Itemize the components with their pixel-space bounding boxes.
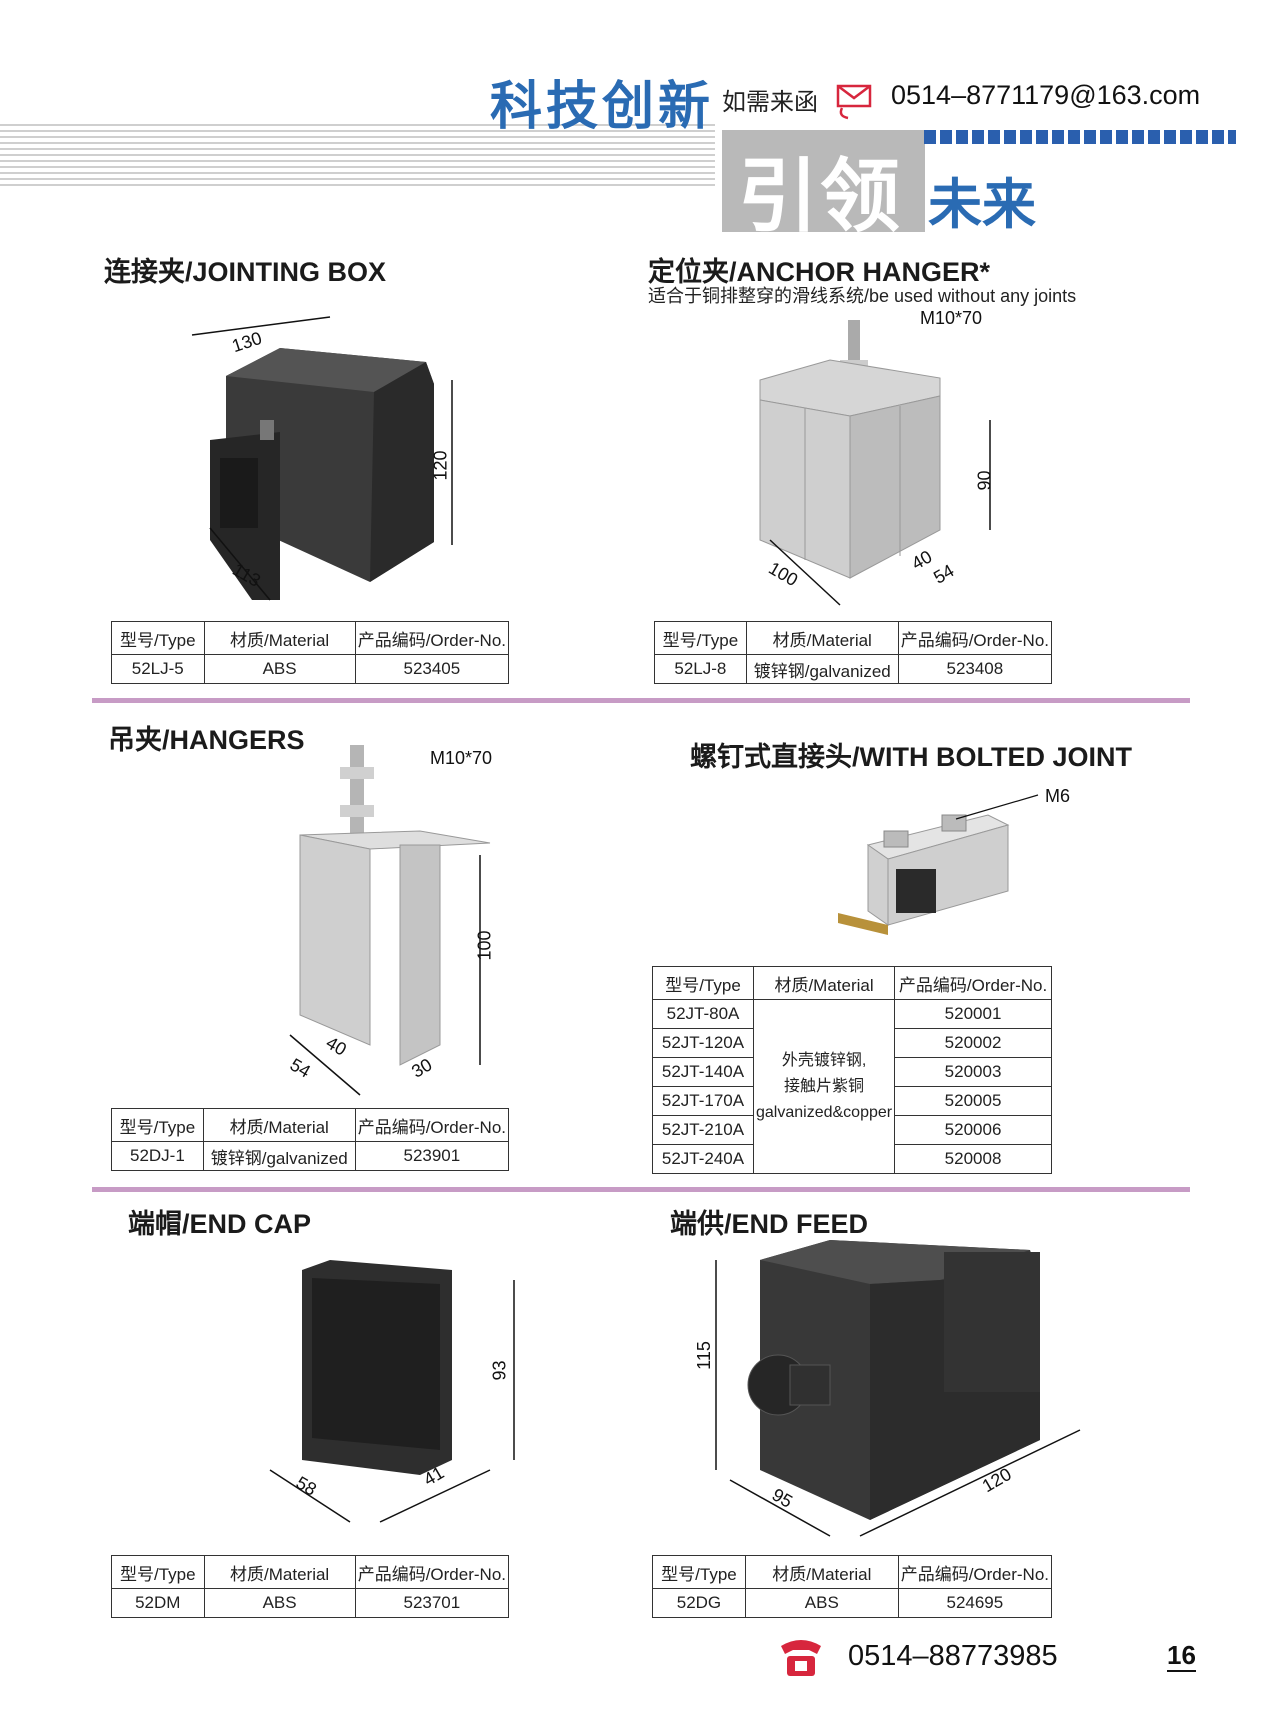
type-cell: 52DJ-1 [111, 1141, 204, 1171]
hangers-image [289, 745, 491, 1096]
anchor-hanger-bolt-label: M10*70 [920, 308, 983, 328]
header-type: 型号/Type [111, 1555, 205, 1589]
type-cell: 52JT-210A [652, 1115, 754, 1145]
anchor-hanger-dim-height: 90 [974, 470, 995, 491]
order-cell: 520006 [894, 1115, 1052, 1145]
order-cell: 520002 [894, 1028, 1052, 1058]
anchor-hanger-title: 定位夹/ANCHOR HANGER* [648, 257, 991, 287]
order-cell: 520008 [894, 1144, 1052, 1174]
footer-phone[interactable]: 0514–88773985 [848, 1640, 1058, 1672]
material-cell: 镀锌钢/galvanized [745, 654, 899, 684]
header-order: 产品编码/Order-No. [354, 1555, 510, 1589]
header-dotted-rule [924, 130, 1236, 144]
header-order: 产品编码/Order-No. [354, 621, 510, 655]
slogan-grey-box [722, 130, 925, 232]
order-cell: 523408 [897, 654, 1053, 684]
material-cell: ABS [203, 1588, 356, 1618]
end-feed-title: 端供/END FEED [670, 1209, 869, 1239]
contact-label: 如需来函 [722, 88, 818, 116]
type-cell: 52JT-140A [652, 1057, 754, 1087]
end-feed-image [715, 1240, 1081, 1537]
end-cap-image [269, 1260, 515, 1523]
bolted-joint-image [838, 794, 1039, 935]
header-type: 型号/Type [111, 621, 205, 655]
jointing-box-title: 连接夹/JOINTING BOX [104, 257, 387, 287]
end-cap-table: 型号/Type 材质/Material 产品编码/Order-No. 52DM … [111, 1555, 510, 1618]
hangers-title: 吊夹/HANGERS [108, 725, 305, 755]
slogan-sub-grey: 引领 [738, 150, 902, 243]
type-cell: 52DM [111, 1588, 205, 1618]
header-material: 材质/Material [752, 966, 896, 1000]
type-cell: 52JT-170A [652, 1086, 754, 1116]
header-order: 产品编码/Order-No. [897, 621, 1053, 655]
material-line: galvanized&copper [756, 1103, 893, 1121]
header-material: 材质/Material [745, 621, 899, 655]
header-type: 型号/Type [111, 1108, 204, 1142]
slogan-main: 科技创新 [490, 76, 715, 137]
type-cell: 52JT-120A [652, 1028, 754, 1058]
order-cell: 524695 [897, 1588, 1053, 1618]
header-order: 产品编码/Order-No. [897, 1555, 1053, 1589]
header-type: 型号/Type [654, 621, 747, 655]
order-cell: 523701 [354, 1588, 510, 1618]
order-cell: 523405 [354, 654, 510, 684]
order-cell: 520003 [894, 1057, 1052, 1087]
material-cell: ABS [744, 1588, 899, 1618]
mail-icon [836, 84, 872, 120]
material-cell: 外壳镀锌钢, 接触片紫铜 galvanized&copper [752, 999, 896, 1174]
section-divider [92, 1187, 1190, 1192]
type-cell: 52LJ-5 [111, 654, 205, 684]
bolted-joint-title: 螺钉式直接头/WITH BOLTED JOINT [690, 742, 1132, 772]
end-feed-dim-height: 115 [693, 1341, 714, 1370]
order-cell: 520005 [894, 1086, 1052, 1116]
end-cap-dim-height: 93 [489, 1360, 510, 1381]
order-cell: 523901 [354, 1141, 510, 1171]
header-material: 材质/Material [203, 1555, 356, 1589]
section-divider [92, 698, 1190, 703]
hangers-dim-height: 100 [474, 930, 495, 961]
material-cell: ABS [203, 654, 356, 684]
type-cell: 52JT-80A [652, 999, 754, 1029]
bolted-joint-table: 型号/Type 材质/Material 产品编码/Order-No. 52JT-… [652, 966, 1052, 1174]
page-number: 16 [1167, 1640, 1196, 1672]
hangers-table: 型号/Type 材质/Material 产品编码/Order-No. 52DJ-… [111, 1108, 510, 1171]
anchor-hanger-subtitle: 适合于铜排整穿的滑线系统/be used without any joints [648, 286, 1077, 306]
header-order: 产品编码/Order-No. [354, 1108, 510, 1142]
bolted-joint-bolt-label: M6 [1045, 786, 1071, 806]
header-material: 材质/Material [744, 1555, 899, 1589]
order-cell: 520001 [894, 999, 1052, 1029]
header-material: 材质/Material [203, 621, 356, 655]
header-type: 型号/Type [652, 1555, 746, 1589]
anchor-hanger-image [759, 320, 991, 606]
header-stripes [0, 124, 715, 186]
slogan-sub-blue: 未来 [928, 173, 1036, 236]
end-feed-table: 型号/Type 材质/Material 产品编码/Order-No. 52DG … [652, 1555, 1053, 1618]
hangers-bolt-label: M10*70 [430, 748, 493, 768]
header-material: 材质/Material [202, 1108, 356, 1142]
jointing-box-image [191, 316, 453, 601]
end-cap-title: 端帽/END CAP [128, 1209, 312, 1239]
anchor-hanger-table: 型号/Type 材质/Material 产品编码/Order-No. 52LJ-… [654, 621, 1053, 684]
contact-email[interactable]: 0514–8771179@163.com [891, 80, 1201, 110]
header-order: 产品编码/Order-No. [894, 966, 1052, 1000]
phone-icon [781, 1640, 821, 1676]
jointing-box-table: 型号/Type 材质/Material 产品编码/Order-No. 52LJ-… [111, 621, 510, 684]
material-line: 外壳镀锌钢, [781, 1051, 867, 1069]
material-line: 接触片紫铜 [784, 1077, 865, 1095]
material-cell: 镀锌钢/galvanized [202, 1141, 356, 1171]
type-cell: 52DG [652, 1588, 746, 1618]
type-cell: 52LJ-8 [654, 654, 747, 684]
type-cell: 52JT-240A [652, 1144, 754, 1174]
header-type: 型号/Type [652, 966, 754, 1000]
jointing-box-dim-height: 120 [430, 450, 451, 481]
